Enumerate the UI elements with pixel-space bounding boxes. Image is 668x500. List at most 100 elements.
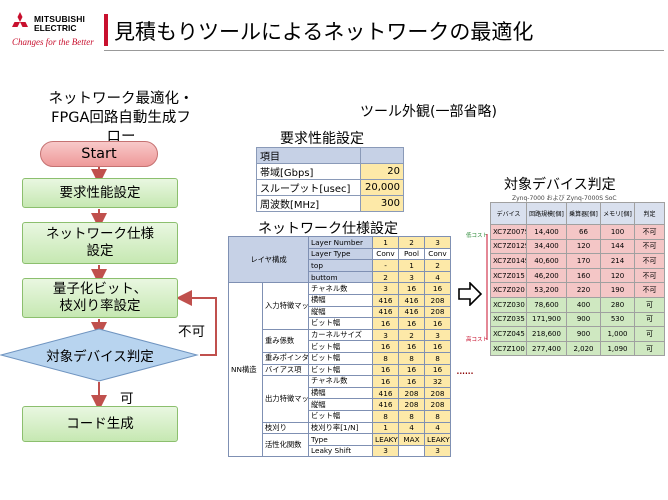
net-value[interactable]: 1 — [398, 259, 426, 272]
net-value[interactable]: MAX — [398, 433, 426, 446]
net-value[interactable]: 208 — [398, 398, 426, 411]
net-value[interactable]: 16 — [372, 340, 400, 353]
table-row: buttom 2 3 4 — [229, 270, 452, 284]
high-cost-label: 高コスト — [466, 337, 489, 343]
net-value[interactable]: 8 — [398, 409, 426, 423]
net-subgroup-output: 出力特徴マップ — [261, 375, 310, 423]
page-title: 見積もりツールによるネットワークの最適化 — [114, 20, 534, 44]
net-value[interactable]: 208 — [424, 293, 452, 307]
net-value[interactable]: Conv — [424, 247, 452, 261]
table-row: top - 1 2 — [229, 259, 452, 272]
three-diamonds-icon — [12, 12, 28, 27]
net-value[interactable]: Pool — [398, 247, 426, 261]
device-mem: 1,090 — [600, 340, 635, 357]
flow-decision-node: 対象デバイス判定 — [0, 328, 200, 382]
table-row: 重み係数 カーネルサイズ 3 2 3 — [229, 328, 452, 353]
net-value[interactable]: 16 — [398, 375, 426, 388]
net-value[interactable]: 32 — [424, 375, 452, 388]
net-value[interactable]: 2 — [398, 236, 426, 249]
net-value[interactable]: 416 — [372, 293, 400, 307]
net-value[interactable]: 8 — [424, 351, 452, 365]
net-value[interactable]: 16 — [398, 363, 426, 377]
net-value[interactable]: 8 — [398, 351, 426, 365]
device-result: 不可 — [634, 224, 665, 240]
net-value[interactable]: 16 — [424, 340, 452, 353]
net-value[interactable]: 4 — [424, 421, 452, 435]
flow-step-network-spec-line1: ネットワーク仕様 — [46, 226, 154, 242]
net-value[interactable]: 208 — [424, 305, 452, 319]
net-value[interactable]: 8 — [424, 409, 452, 423]
table-row: 枝刈り 枝刈り率[1/N] 1 4 4 — [229, 421, 452, 435]
net-value[interactable]: 416 — [398, 293, 426, 307]
net-value[interactable] — [398, 444, 426, 458]
net-value[interactable]: 208 — [424, 398, 452, 411]
perf-value-input[interactable]: 20,000 — [360, 179, 404, 196]
device-result: 可 — [634, 340, 665, 357]
logo-tagline: Changes for the Better — [12, 37, 94, 47]
net-value[interactable]: 16 — [424, 363, 452, 377]
net-value[interactable]: 2 — [424, 259, 452, 272]
perf-header-cell: 項目 — [256, 147, 361, 164]
net-param: ビット幅 — [308, 317, 374, 330]
net-value[interactable]: 16 — [372, 375, 400, 388]
table-row: 横幅 416 416 208 — [229, 293, 452, 307]
device-logic: 171,900 — [526, 311, 567, 328]
flow-heading: ネットワーク最適化・ FPGA回路自動生成フ ロー — [26, 90, 216, 147]
net-param: ビット幅 — [308, 340, 374, 353]
net-value[interactable]: 1 — [372, 236, 400, 249]
net-value[interactable]: - — [372, 259, 400, 272]
table-row: XC7Z100 277,400 2,020 1,090 可 — [490, 340, 665, 357]
net-group-nn: NN構造 — [228, 282, 263, 458]
net-value[interactable]: 16 — [424, 282, 452, 295]
net-value[interactable]: 16 — [398, 317, 426, 330]
net-value[interactable]: 3 — [372, 282, 400, 295]
net-value[interactable]: 208 — [424, 386, 452, 400]
net-value[interactable]: 416 — [372, 398, 400, 411]
net-value[interactable]: Conv — [372, 247, 400, 261]
flow-yes-label: 可 — [120, 391, 134, 407]
table-row: XC7Z007S 14,400 66 100 不可 — [490, 224, 665, 240]
net-value[interactable]: 1 — [372, 421, 400, 435]
net-param: カーネルサイズ — [308, 328, 374, 342]
device-mul: 400 — [566, 296, 601, 313]
net-value[interactable]: 2 — [372, 270, 400, 284]
net-value[interactable]: 4 — [398, 421, 426, 435]
net-value[interactable]: 2 — [398, 328, 426, 342]
net-value[interactable]: 3 — [372, 328, 400, 342]
net-param: ビット幅 — [308, 351, 374, 365]
device-logic: 46,200 — [526, 267, 567, 284]
net-value[interactable]: 16 — [398, 340, 426, 353]
table-row: XC7Z035 171,900 900 530 可 — [490, 311, 665, 328]
net-value[interactable]: LEAKY — [424, 433, 452, 446]
net-value[interactable]: 16 — [398, 282, 426, 295]
net-value[interactable]: 3 — [424, 236, 452, 249]
table-row: XC7Z014S 40,600 170 214 不可 — [490, 253, 665, 269]
device-logic: 218,600 — [526, 326, 567, 342]
net-value[interactable]: LEAKY — [372, 433, 400, 446]
net-value[interactable]: 16 — [424, 317, 452, 330]
net-value[interactable]: 3 — [424, 328, 452, 342]
net-subgroup-input: 入力特徴マップ — [261, 282, 310, 330]
device-name: XC7Z007S — [490, 224, 527, 240]
net-value[interactable]: 416 — [398, 305, 426, 319]
net-value[interactable]: 16 — [372, 363, 400, 377]
perf-label: 周波数[MHz] — [256, 195, 361, 212]
net-value[interactable]: 4 — [424, 270, 452, 284]
net-value[interactable]: 208 — [398, 386, 426, 400]
table-row: 重みポインタ ビット幅 8 8 8 — [229, 351, 452, 365]
flow-step-quantize-line1: 量子化ビット、 — [52, 281, 148, 297]
perf-value-input[interactable]: 20 — [360, 163, 404, 180]
net-value[interactable]: 3 — [398, 270, 426, 284]
net-value[interactable]: 16 — [372, 317, 400, 330]
net-value[interactable]: 416 — [372, 386, 400, 400]
perf-value-input[interactable]: 300 — [360, 195, 404, 212]
device-name: XC7Z045 — [490, 326, 527, 342]
net-value[interactable]: 8 — [372, 409, 400, 423]
net-value[interactable]: 3 — [424, 444, 452, 458]
net-subgroup-wpointer: 重みポインタ — [261, 351, 310, 365]
net-value[interactable]: 416 — [372, 305, 400, 319]
device-mul: 170 — [566, 253, 601, 269]
net-subgroup-weight: 重み係数 — [261, 328, 310, 353]
net-value[interactable]: 8 — [372, 351, 400, 365]
net-value[interactable]: 3 — [372, 444, 400, 458]
